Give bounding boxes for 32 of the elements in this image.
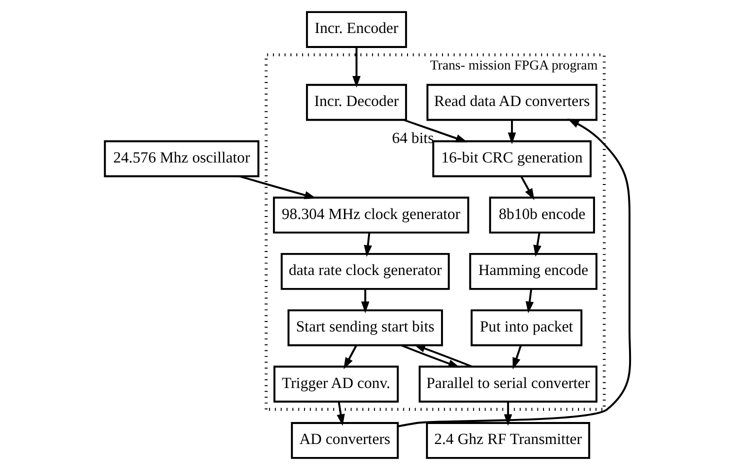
node-box: 16-bit CRC generation: [432, 140, 592, 178]
node-box: 98.304 MHz clock generator: [272, 196, 469, 234]
arrow: [512, 345, 522, 370]
arrow: [352, 47, 360, 88]
arrow: [532, 232, 541, 257]
node-box: Start sending start bits: [287, 309, 442, 346]
node-box: AD converters: [290, 422, 398, 459]
node-box: Incr. Decoder: [305, 84, 407, 121]
arrow: [403, 119, 468, 142]
arrow: [520, 176, 534, 200]
edge-label: 64 bits: [392, 130, 434, 148]
arrow: [238, 175, 316, 200]
node-box: Incr. Encoder: [305, 11, 407, 48]
arrow: [507, 120, 516, 144]
arrow: [360, 289, 369, 314]
arrow: [400, 344, 460, 368]
arrow: [336, 402, 344, 426]
arrow: [413, 344, 472, 368]
node-box: Hamming encode: [468, 252, 597, 290]
node-box: Trigger AD conv.: [272, 366, 398, 403]
arrow: [397, 118, 631, 428]
node-box: data rate clock generator: [280, 252, 450, 290]
node-box: Parallel to serial converter: [418, 366, 597, 403]
node-box: 8b10b encode: [488, 196, 595, 234]
node-box: Read data AD converters: [426, 84, 597, 121]
arrow: [525, 288, 534, 314]
node-box: 24.576 Mhz oscillator: [103, 140, 259, 178]
arrow: [343, 344, 357, 370]
node-box: Put into packet: [470, 309, 582, 346]
arrow: [363, 232, 372, 257]
arrow: [503, 402, 512, 426]
node-box: 2.4 Ghz RF Transmitter: [425, 422, 590, 459]
